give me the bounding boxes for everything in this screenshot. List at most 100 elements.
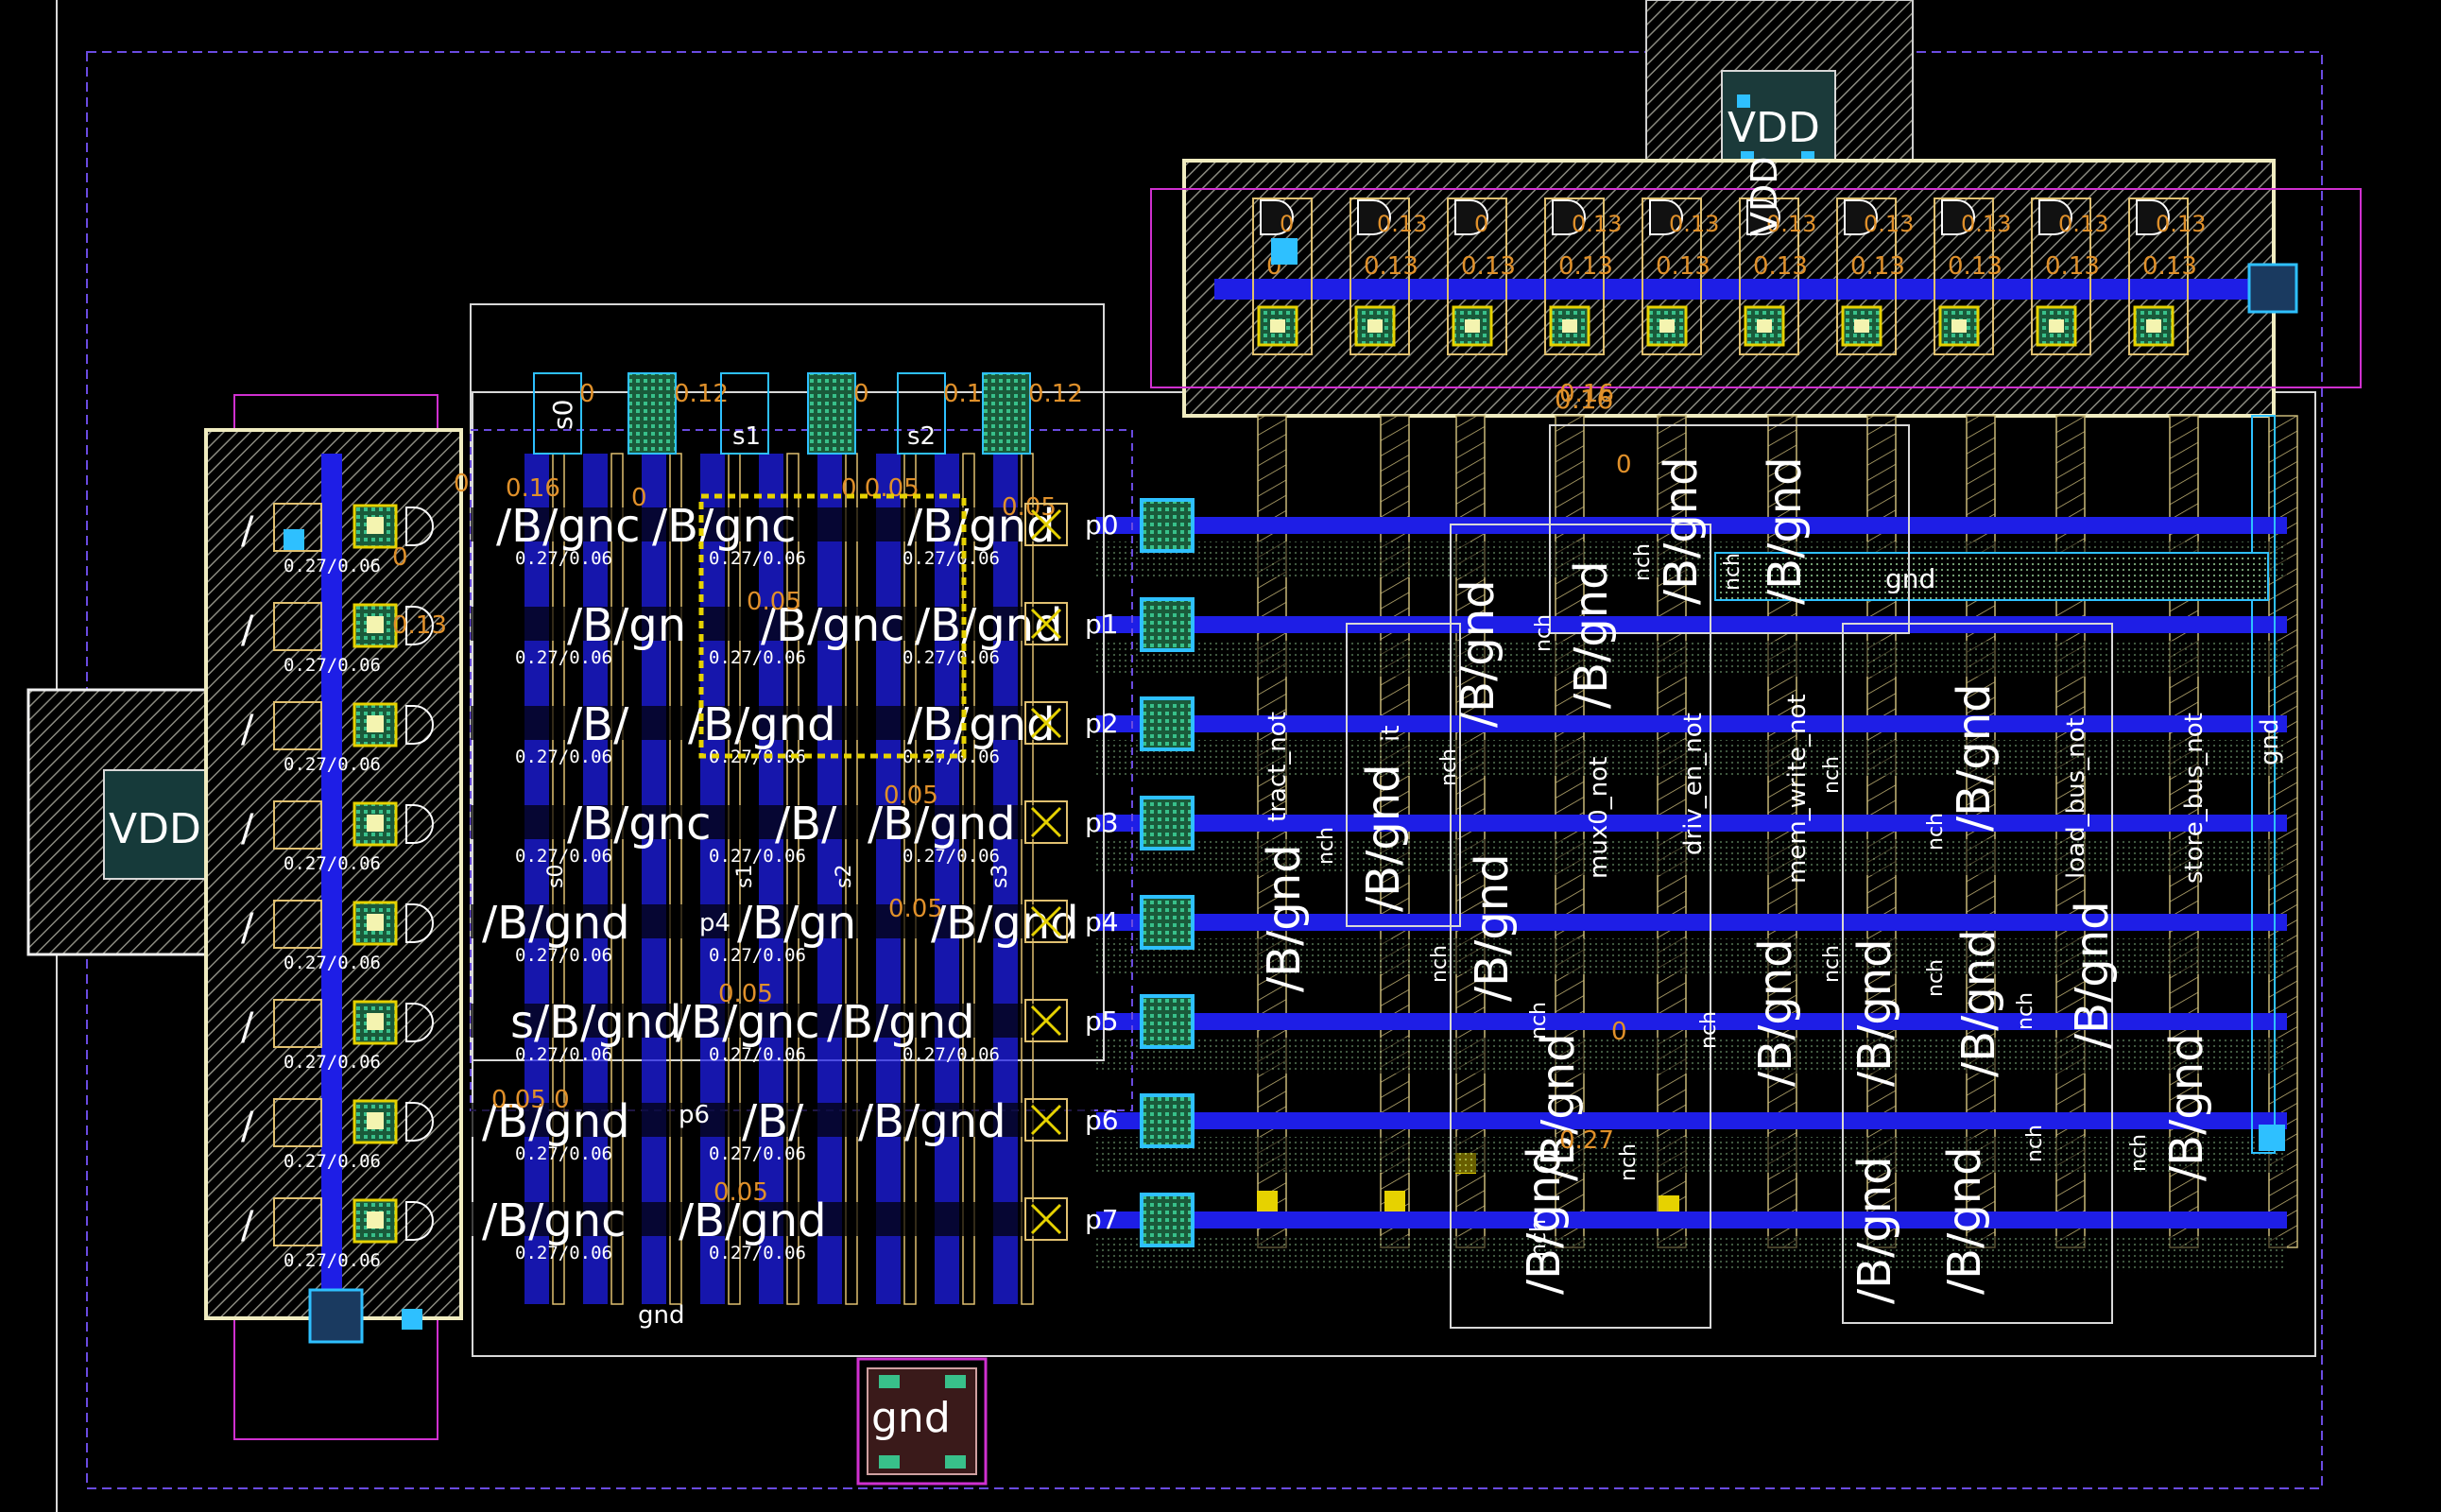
pullup-value: 0.13 xyxy=(1377,211,1427,237)
port-label[interactable]: p4 xyxy=(1085,906,1119,937)
port-cell[interactable] xyxy=(1024,1197,1068,1241)
net-name: mem_write_not xyxy=(1783,694,1812,884)
port-label[interactable]: p1 xyxy=(1085,609,1119,640)
net-label: /B/gnd xyxy=(1452,579,1504,728)
nmos-type: nch xyxy=(1820,756,1844,794)
port-label[interactable]: p2 xyxy=(1085,708,1119,739)
gnd-bottom-pad[interactable]: gnd xyxy=(856,1357,988,1486)
port-label[interactable]: p5 xyxy=(1085,1005,1119,1037)
pmos-symbol xyxy=(1357,199,1391,235)
net-label: /B/ xyxy=(742,1095,804,1148)
port-cell[interactable] xyxy=(1024,701,1068,745)
vdd-top-rail[interactable]: VDD xyxy=(1645,0,1914,171)
vdd-top-label: VDD xyxy=(1728,104,1820,152)
driver-device[interactable] xyxy=(273,602,322,651)
pullup-device[interactable] xyxy=(1642,198,1702,355)
driver-label: / xyxy=(241,1105,254,1148)
pullup-device[interactable] xyxy=(1349,198,1410,355)
pullup-value: 0 xyxy=(1280,211,1294,237)
select-pin[interactable] xyxy=(897,372,946,455)
port-label[interactable]: p7 xyxy=(1085,1204,1119,1235)
selection-box[interactable] xyxy=(698,493,967,759)
param-value: 0.05 xyxy=(884,782,938,810)
net-label: /B/gnd xyxy=(1848,938,1901,1087)
device-size: 0.27/0.06 xyxy=(284,754,381,775)
port-cell[interactable] xyxy=(1024,503,1068,546)
param-value: 0.05 xyxy=(747,588,801,616)
driver-device[interactable] xyxy=(273,800,322,850)
port-cell[interactable] xyxy=(1024,999,1068,1042)
port-label[interactable]: p6 xyxy=(1085,1105,1119,1136)
driver-value: 0.13 xyxy=(392,611,447,640)
device-size: 0.27/0.06 xyxy=(284,556,381,576)
pullup-array[interactable]: 000.130.1300.130.130.130.130.130.130.130… xyxy=(1150,156,2362,418)
port-cell[interactable] xyxy=(1024,800,1068,844)
port-via xyxy=(1140,597,1195,652)
port-label[interactable]: p3 xyxy=(1085,807,1119,838)
select-pin[interactable] xyxy=(807,372,856,455)
device-size: 0.27/0.06 xyxy=(284,1052,381,1073)
left-driver-column[interactable]: /0.27/0.06/0.27/0.06/0.27/0.06/0.27/0.06… xyxy=(204,394,463,1440)
net-label: /B/gnd xyxy=(1759,456,1812,605)
driver-device[interactable] xyxy=(273,999,322,1048)
device-size: 0.27/0.06 xyxy=(515,1243,612,1263)
port-cell[interactable] xyxy=(1024,900,1068,943)
via-core xyxy=(2049,319,2064,333)
vdd-left-rail[interactable]: VDDDD xyxy=(26,688,266,956)
mid-row-band xyxy=(471,805,1094,839)
nmos-type: nch xyxy=(2127,1134,2151,1172)
select-pin[interactable] xyxy=(533,372,582,455)
pullup-device[interactable] xyxy=(2031,198,2091,355)
pullup-device[interactable] xyxy=(1447,198,1507,355)
mid-metal-col xyxy=(759,454,783,1304)
pullup-device[interactable] xyxy=(1836,198,1897,355)
port-via xyxy=(1140,696,1195,751)
driver-label: / xyxy=(241,609,254,652)
driver-label: / xyxy=(241,1005,254,1049)
driver-device[interactable] xyxy=(273,1098,322,1147)
port-label[interactable]: p0 xyxy=(1085,509,1119,541)
pullup-value: 0.13 xyxy=(1864,211,1914,237)
pullup-device[interactable] xyxy=(1739,198,1799,355)
pmos-symbol xyxy=(1454,199,1488,235)
port-cell[interactable] xyxy=(1024,602,1068,645)
driver-device[interactable] xyxy=(273,1197,322,1246)
gate-symbol xyxy=(405,1102,434,1142)
pullup-device[interactable] xyxy=(1544,198,1605,355)
nmos-type: nch xyxy=(1617,1143,1641,1181)
pullup-device[interactable] xyxy=(1934,198,1994,355)
mid-poly-col xyxy=(610,453,624,1305)
net-label: /B/gnd xyxy=(482,897,630,950)
vdd-rot-label: VDD xyxy=(1744,156,1785,236)
via-core xyxy=(1951,319,1967,333)
nmos-network[interactable]: /B/gnd/B/gnd/B/gnd/B/gnd/B/gnd/B/gnd/B/g… xyxy=(1258,380,2213,1329)
net-label: /B/gnd xyxy=(2160,1033,2213,1181)
gnd-bottom-label: gnd xyxy=(871,1394,951,1442)
tap-contact xyxy=(402,1309,422,1330)
pullup-device[interactable] xyxy=(1252,198,1313,355)
net-label: /B/gnd xyxy=(1948,683,2001,832)
net-label: /B/gnd xyxy=(915,599,1063,652)
pullup-value: 0.13 xyxy=(1669,211,1719,237)
select-pin[interactable] xyxy=(982,372,1031,455)
select-label: s1 xyxy=(733,865,757,888)
driver-device[interactable] xyxy=(273,701,322,750)
net-label: /B/gnd xyxy=(827,996,975,1049)
via-core xyxy=(2146,319,2161,333)
param-value: 0.05 xyxy=(1002,493,1057,522)
gnd-bar[interactable]: gnd xyxy=(1714,552,2269,601)
pullup-device[interactable] xyxy=(2128,198,2189,355)
select-pin[interactable] xyxy=(627,372,677,455)
driver-device[interactable] xyxy=(273,900,322,949)
port-cell[interactable] xyxy=(1024,1098,1068,1142)
output-ports[interactable]: p0 p1 p2 p3 p4 p5 p6 p7 xyxy=(1024,498,1195,1247)
select-pin[interactable] xyxy=(720,372,769,455)
mid-metal-col xyxy=(993,454,1018,1304)
pullup-value: 0.13 xyxy=(2058,211,2108,237)
driver-device[interactable] xyxy=(273,503,322,552)
via-core xyxy=(367,1211,384,1228)
net-name: tract_not xyxy=(1263,712,1292,822)
